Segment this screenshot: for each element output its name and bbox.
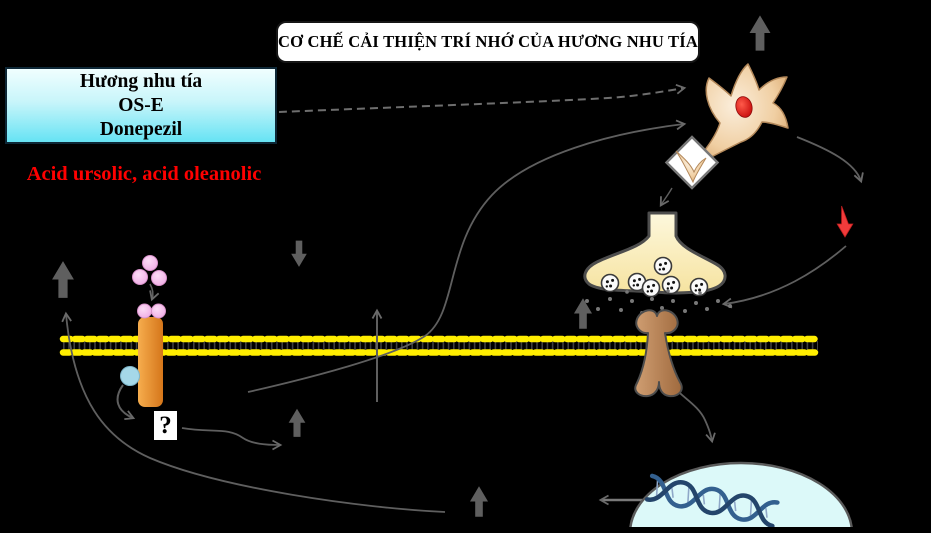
axon-inset-icon: [664, 135, 720, 190]
vesicle-icon: [661, 275, 681, 295]
ion-channel-icon: [137, 303, 166, 407]
arrow-ligand-to-channel: [149, 283, 160, 302]
cell-membrane: [59, 335, 822, 356]
arrow-signal-to-neuron: [247, 119, 687, 393]
dna-icon: [644, 473, 780, 529]
bound-ligand-icon: [137, 303, 152, 319]
arrow-up-top-right: [749, 15, 771, 51]
bound-ligand-icon: [151, 303, 166, 319]
vesicle-icon: [600, 273, 620, 293]
compounds-label: Acid ursolic, acid oleanolic: [26, 163, 262, 185]
neuron-icon: [689, 63, 789, 169]
second-messenger-icon: [120, 366, 140, 386]
postsynaptic-receptor-icon: [634, 309, 683, 398]
treatment-box: Hương nhu tía OS-E Donepezil: [5, 67, 277, 144]
arrow-to-cleft-dots: [721, 245, 847, 309]
bottom-bar: [0, 527, 931, 533]
diagram-title: CƠ CHẾ CẢI THIỆN TRÍ NHỚ CỦA HƯƠNG NHU T…: [276, 21, 700, 63]
unknown-mechanism-box: ?: [154, 411, 177, 440]
treatment-line-donepezil: Donepezil: [99, 118, 183, 140]
arrow-up-cleft: [573, 298, 593, 329]
red-decrease-arrow: [836, 205, 854, 238]
presynaptic-terminal-icon: [583, 211, 727, 298]
arrow-up-left: [52, 261, 74, 298]
treatment-line-huong-nhu-tia: Hương nhu tía: [79, 70, 203, 92]
arrow-up-bottom-mid: [469, 486, 489, 517]
arrow-down-mid: [291, 240, 307, 267]
dashed-arrow-treatment-to-neuron: [278, 83, 687, 113]
arrow-neuron-down-right: [796, 136, 864, 184]
arrow-question-to-right: [181, 427, 283, 451]
neuron-nucleus-icon: [735, 96, 753, 118]
cell-nucleus-icon: [628, 461, 854, 533]
arrow-messenger-to-question: [116, 384, 136, 421]
treatment-line-os-e: OS-E: [118, 94, 164, 116]
arrow-feedback-to-channel: [61, 311, 446, 513]
ligand-cluster-icon: [132, 255, 167, 286]
vesicle-icon: [641, 278, 661, 298]
arrow-inset-to-terminal: [659, 187, 673, 208]
arrow-up-bottom-left: [288, 408, 306, 437]
question-mark: ?: [159, 411, 172, 439]
vesicle-icon: [653, 256, 673, 276]
diagram-title-text: CƠ CHẾ CẢI THIỆN TRÍ NHỚ CỦA HƯƠNG NHU T…: [278, 32, 698, 51]
